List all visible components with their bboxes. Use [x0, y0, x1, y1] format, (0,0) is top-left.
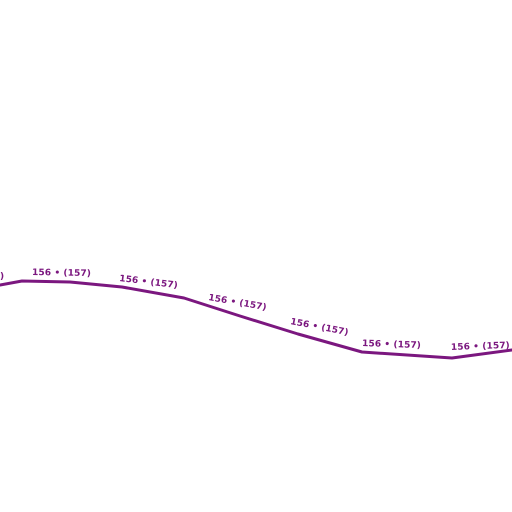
- route-label: 156 • (157): [207, 293, 267, 313]
- route-label: 156 • (157): [451, 341, 510, 353]
- route-label-edge-fragment: ): [0, 272, 4, 282]
- route-line: [0, 279, 512, 360]
- route-label: 156 • (157): [362, 339, 421, 351]
- route-label: 156 • (157): [32, 268, 91, 279]
